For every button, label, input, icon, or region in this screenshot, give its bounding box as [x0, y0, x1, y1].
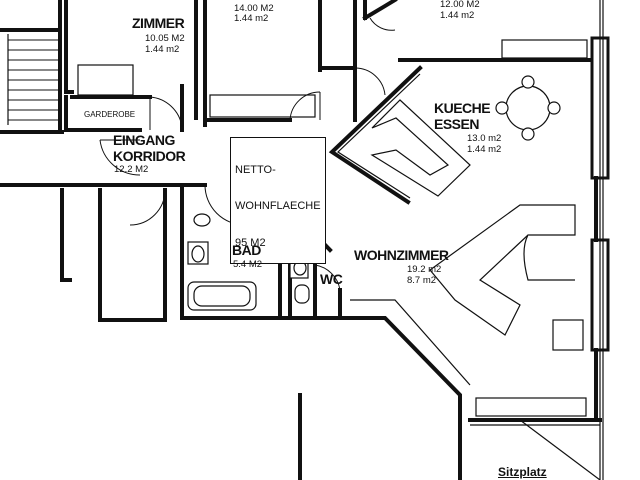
door-swings: [99, 17, 396, 291]
wohnzimmer-area1: 19.2 m2: [407, 264, 442, 275]
netto-line2: WOHNFLAECHE: [235, 200, 321, 213]
netto-line3: 95 M2: [235, 236, 266, 249]
zimmer-left-area1: 10.05 M2: [145, 33, 185, 44]
kueche-area1: 13.0 m2: [467, 133, 502, 144]
zimmer-right-area1: 12.00 M2: [440, 0, 480, 10]
zimmer-left-name: ZIMMER: [132, 15, 185, 31]
eingang-area: 12.2 M2: [114, 164, 149, 175]
netto-box: NETTO- WOHNFLAECHE 95 M2: [230, 137, 326, 264]
kueche-area2: 1.44 m2: [467, 144, 502, 155]
kueche-name-line2: ESSEN: [434, 116, 479, 132]
fixtures: [77, 39, 588, 417]
kueche-name-line1: KUECHE: [434, 100, 491, 116]
zimmer-mid-area1: 14.00 M2: [234, 3, 274, 14]
netto-line1: NETTO-: [235, 164, 276, 177]
zimmer-mid-area2: 1.44 m2: [234, 13, 269, 24]
zimmer-left-area2: 1.44 m2: [145, 44, 180, 55]
garderobe-label: GARDEROBE: [84, 110, 136, 119]
eingang-name-line1: EINGANG: [113, 132, 175, 148]
wc-name: WC: [320, 271, 343, 287]
wohnzimmer-name: WOHNZIMMER: [354, 247, 449, 263]
staircase: [0, 28, 64, 187]
bad-area: 5.4 M2: [233, 259, 263, 270]
sitzplatz-label: Sitzplatz: [498, 465, 547, 479]
wohnzimmer-area2: 8.7 m2: [407, 275, 437, 286]
zimmer-right-area2: 1.44 m2: [440, 10, 475, 21]
eingang-name-line2: KORRIDOR: [113, 148, 186, 164]
bad-name: BAD: [232, 242, 261, 258]
